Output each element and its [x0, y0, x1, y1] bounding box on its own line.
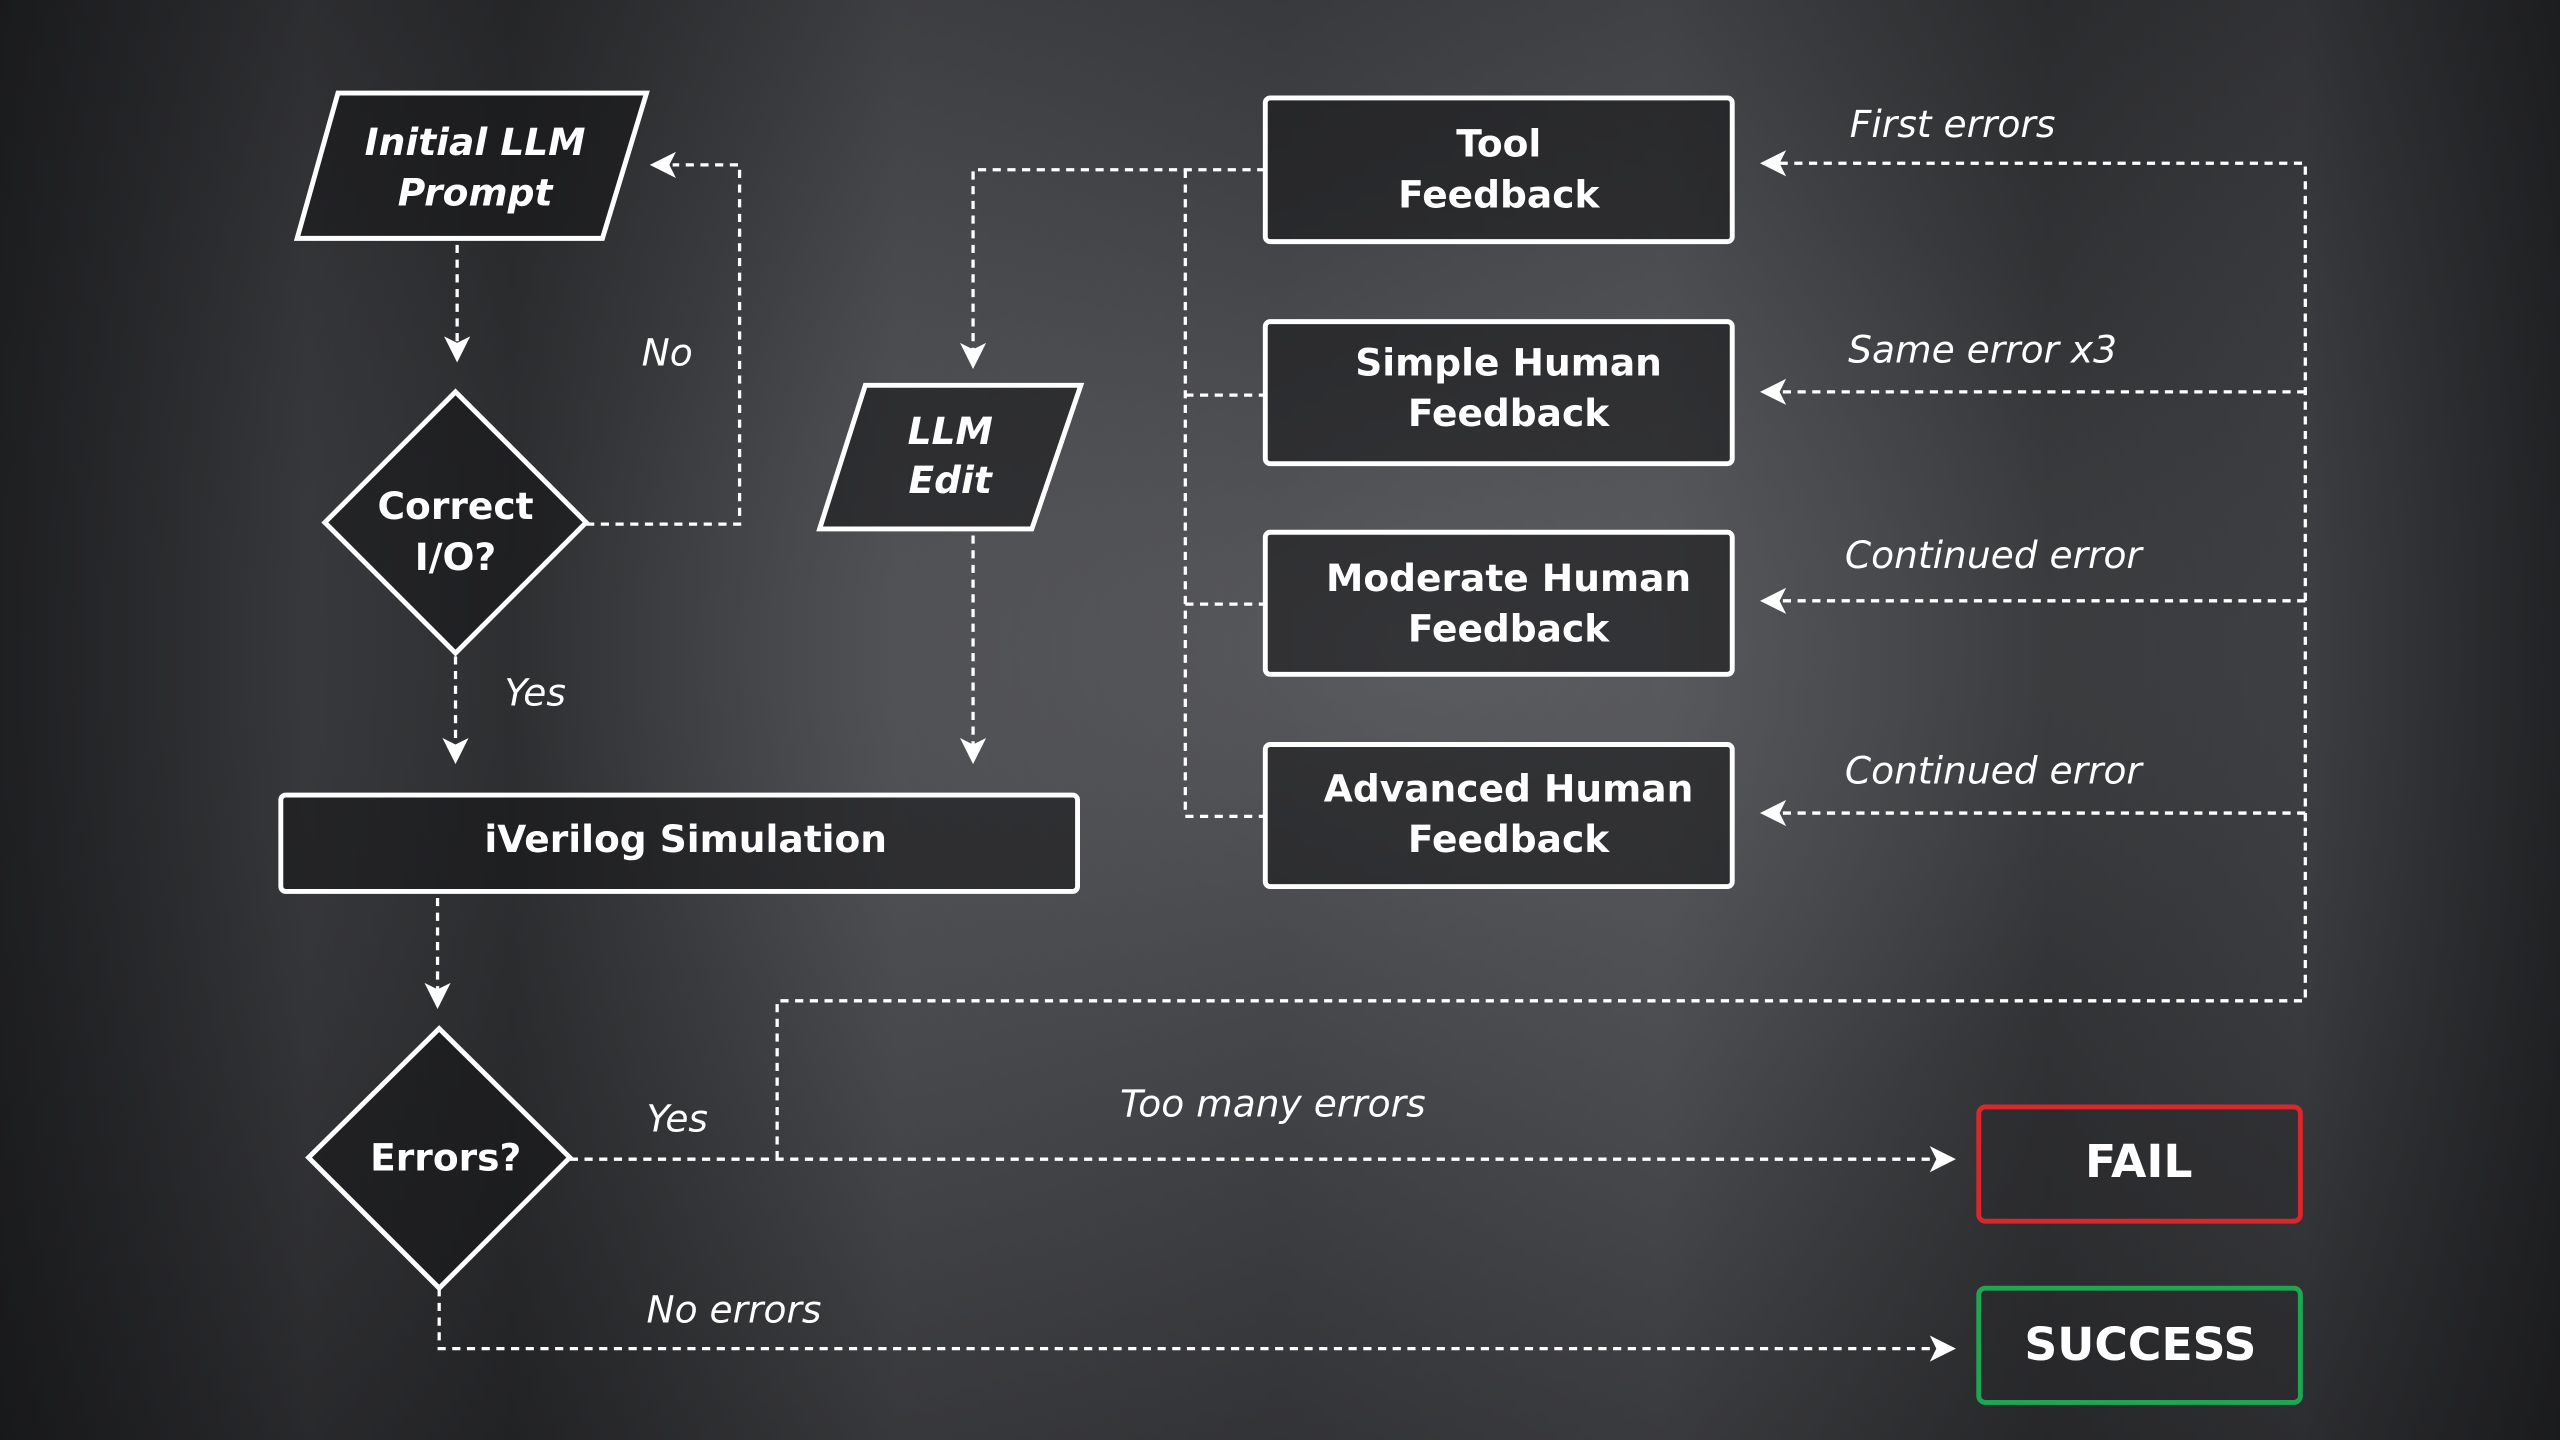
connectors	[424, 150, 2307, 1362]
node-label: Prompt	[398, 171, 555, 215]
arrow-head-icon	[1760, 150, 1787, 177]
node-success: SUCCESS	[1976, 1285, 2303, 1405]
node-label: Edit	[909, 458, 994, 502]
edge-label-yes: Yes	[647, 1096, 708, 1140]
edge-label-same-error: Same error x3	[1848, 327, 2117, 371]
edge-no-loop	[586, 163, 742, 526]
edge-label-continued-error: Continued error	[1845, 749, 2145, 793]
node-label: LLM	[908, 409, 993, 453]
node-label: SUCCESS	[2024, 1318, 2256, 1371]
arrow-head-icon	[1760, 378, 1787, 405]
node-label: Tool	[1456, 122, 1541, 166]
edge-label-no: No	[642, 331, 693, 375]
node-llm-edit: LLM Edit	[816, 382, 1085, 532]
node-label: Advanced Human	[1324, 767, 1694, 811]
node-label: iVerilog Simulation	[484, 817, 887, 861]
edge-no-errors-to-success	[437, 1288, 1937, 1351]
node-fail: FAIL	[1976, 1104, 2303, 1224]
node-label: Initial LLM	[365, 120, 586, 164]
node-advanced-feedback: Advanced Human Feedback	[1262, 742, 1735, 889]
edge-label-continued-error: Continued error	[1845, 533, 2145, 577]
edge-feedback-bus	[1183, 169, 1266, 818]
node-label: Feedback	[1408, 391, 1610, 435]
edge-feedback-to-edit	[971, 168, 1266, 353]
edge-label-too-many-errors: Too many errors	[1120, 1082, 1426, 1126]
arrow-head-icon	[1760, 587, 1787, 614]
edge-label-first-errors: First errors	[1850, 102, 2056, 146]
node-label: Errors?	[370, 1136, 521, 1180]
node-iverilog: iVerilog Simulation	[278, 792, 1080, 894]
arrow-head-icon	[424, 982, 451, 1009]
node-tool-feedback: Tool Feedback	[1262, 95, 1735, 245]
node-simple-feedback: Simple Human Feedback	[1262, 319, 1735, 467]
node-label: Moderate Human	[1326, 556, 1691, 600]
edge-label-no-errors: No errors	[647, 1287, 822, 1331]
node-label: I/O?	[415, 535, 496, 579]
node-label: Feedback	[1408, 607, 1610, 651]
arrow-head-icon	[1929, 1146, 1956, 1173]
arrow-head-icon	[444, 336, 471, 363]
arrow-head-icon	[442, 737, 469, 765]
node-label: Feedback	[1398, 172, 1600, 216]
node-errors: Errors?	[305, 1025, 574, 1292]
arrow-head-icon	[960, 342, 987, 369]
node-initial-prompt: Initial LLM Prompt	[293, 90, 650, 241]
node-label: Correct	[377, 484, 533, 528]
node-label: Feedback	[1408, 817, 1610, 861]
arrow-head-icon	[1760, 800, 1787, 827]
node-moderate-feedback: Moderate Human Feedback	[1262, 529, 1735, 677]
arrow-head-icon	[1929, 1335, 1956, 1362]
node-correct-io: Correct I/O?	[321, 388, 590, 657]
node-label: Simple Human	[1355, 341, 1662, 385]
arrow-head-icon	[649, 151, 676, 178]
edge-label-yes: Yes	[504, 670, 565, 714]
arrow-head-icon	[960, 737, 987, 765]
node-label: FAIL	[2085, 1135, 2192, 1188]
